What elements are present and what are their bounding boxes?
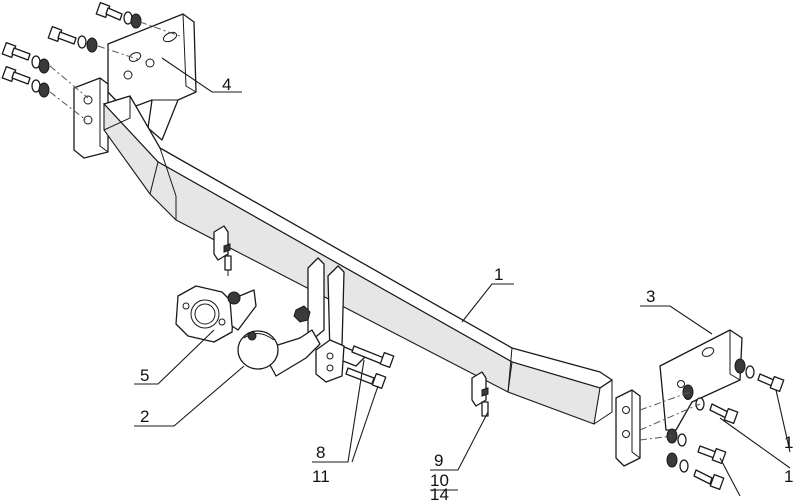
- callout-3: 3: [646, 287, 655, 306]
- tow-ball: [237, 329, 321, 377]
- center-bolts: [345, 345, 395, 389]
- nut-center: [293, 305, 311, 323]
- callout-right-upper: 1: [784, 433, 793, 452]
- leader-lines: [134, 57, 791, 497]
- callout-14: 14: [430, 485, 449, 500]
- right-bracket: [659, 329, 743, 431]
- main-crossbar: [103, 95, 613, 425]
- hardware-left: [1, 2, 181, 121]
- callout-2: 2: [140, 407, 149, 426]
- hanger-right: [471, 371, 489, 417]
- callout-9: 9: [434, 451, 443, 470]
- hardware-right: [639, 358, 785, 490]
- right-side-plate: [615, 389, 641, 467]
- hanger-left: [213, 225, 232, 276]
- callout-5: 5: [140, 366, 149, 385]
- socket-plate: [175, 285, 257, 343]
- callout-8: 8: [316, 443, 325, 462]
- callout-4: 4: [222, 75, 231, 94]
- callout-11: 11: [312, 467, 330, 486]
- callout-1: 1: [494, 265, 503, 284]
- callout-10: 10: [430, 471, 449, 490]
- callout-right-lower: 1: [784, 467, 793, 486]
- left-side-plate: [73, 77, 109, 159]
- center-mount-plates: [307, 257, 367, 383]
